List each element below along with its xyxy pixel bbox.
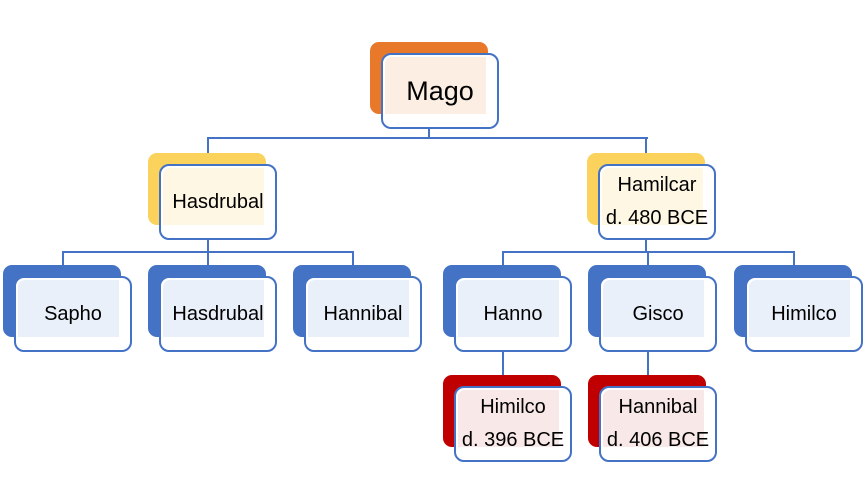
node-hannibal-sr: Hannibal: [293, 265, 423, 355]
node-label: Gisco: [632, 302, 684, 325]
node-hamilcar: Hamilcar d. 480 BCE: [587, 153, 717, 243]
connector-mago-stub: [428, 129, 430, 139]
node-himilco-sr: Himilco: [734, 265, 864, 355]
connector-drop-himilco-sr: [793, 251, 795, 266]
connector-gisco-stub: [647, 352, 649, 376]
node-mago-tint: [385, 57, 486, 114]
connector-drop-hannibal-sr: [352, 251, 354, 266]
node-sublabel: d. 396 BCE: [461, 429, 565, 451]
node-hamilcar-tint: [602, 168, 703, 225]
node-himilco-jr: Himilco d. 396 BCE: [443, 375, 573, 465]
node-label: Hannibal: [618, 396, 698, 418]
connector-drop-sapho: [62, 251, 64, 266]
node-hasdrubal-jr: Hasdrubal: [148, 265, 278, 355]
connector-drop-hamilcar: [645, 137, 647, 155]
node-gisco: Gisco: [588, 265, 718, 355]
node-sublabel: d. 480 BCE: [605, 207, 709, 229]
node-himilco-sr-tint: [749, 280, 850, 337]
node-hasdrubal-sr-box: Hasdrubal: [159, 164, 277, 240]
connector-drop-gisco: [647, 251, 649, 266]
connector-hamilcar-stub: [645, 240, 647, 253]
node-hamilcar-box: Hamilcar d. 480 BCE: [598, 164, 716, 240]
node-label: Hasdrubal: [172, 302, 264, 325]
node-hannibal-jr: Hannibal d. 406 BCE: [588, 375, 718, 465]
node-label: Hanno: [483, 302, 543, 325]
node-sublabel: d. 406 BCE: [606, 429, 710, 451]
node-mago: Mago: [370, 42, 500, 132]
node-label: Hasdrubal: [172, 190, 264, 213]
node-hanno-box: Hanno: [454, 276, 572, 352]
node-label: Mago: [406, 75, 474, 106]
node-label: Himilco: [480, 396, 546, 418]
connector-drop-hasdrubal: [207, 137, 209, 155]
connector-drop-hasdrubal-jr: [207, 251, 209, 266]
node-label: Hannibal: [323, 302, 403, 325]
node-label: Himilco: [771, 302, 837, 325]
node-hannibal-sr-tint: [308, 280, 409, 337]
node-gisco-box: Gisco: [599, 276, 717, 352]
node-hanno: Hanno: [443, 265, 573, 355]
node-hasdrubal-jr-box: Hasdrubal: [159, 276, 277, 352]
node-hannibal-jr-box: Hannibal d. 406 BCE: [599, 386, 717, 462]
node-hanno-tint: [458, 280, 559, 337]
node-sapho-box: Sapho: [14, 276, 132, 352]
node-sapho: Sapho: [3, 265, 133, 355]
connector-drop-hanno: [502, 251, 504, 266]
node-label: Sapho: [44, 302, 102, 325]
node-hannibal-jr-tint: [603, 390, 704, 447]
node-hasdrubal-jr-tint: [163, 280, 264, 337]
connector-hasdrubal-stub: [207, 240, 209, 253]
node-mago-box: Mago: [381, 53, 499, 129]
node-gisco-tint: [603, 280, 704, 337]
node-sapho-tint: [18, 280, 119, 337]
connector-rail-gen2: [207, 137, 648, 139]
node-himilco-jr-box: Himilco d. 396 BCE: [454, 386, 572, 462]
node-hasdrubal-sr-tint: [163, 168, 264, 225]
node-hannibal-sr-box: Hannibal: [304, 276, 422, 352]
connector-hanno-stub: [502, 352, 504, 376]
node-himilco-sr-box: Himilco: [745, 276, 863, 352]
node-label: Hamilcar: [617, 174, 697, 196]
node-himilco-jr-tint: [458, 390, 559, 447]
node-hasdrubal-sr: Hasdrubal: [148, 153, 278, 243]
